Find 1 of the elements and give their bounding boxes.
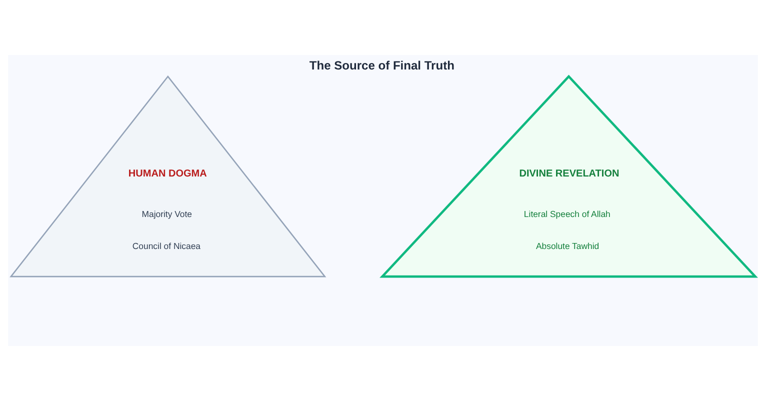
diagram-title: The Source of Final Truth <box>309 58 454 72</box>
